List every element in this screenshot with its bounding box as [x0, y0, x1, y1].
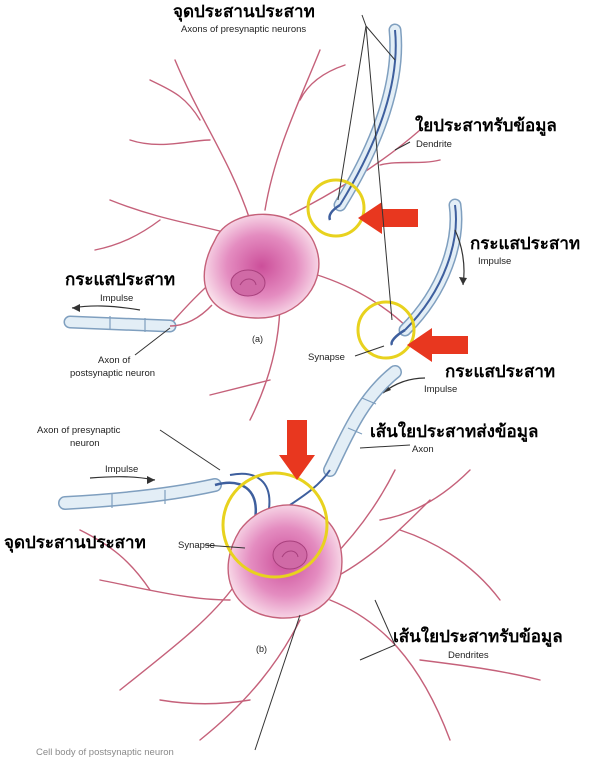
- label-impulse-right-th: กระแสประสาท: [470, 234, 580, 254]
- label-dendrites-th: เส้นใยประสาทรับข้อมูล: [393, 626, 563, 648]
- label-top-th: จุดประสานประสาท: [173, 2, 315, 22]
- impulse-arrow-left: [72, 306, 140, 310]
- label-impulse-mid-th: กระแสประสาท: [445, 362, 555, 382]
- label-impulse-b: Impulse: [105, 464, 138, 475]
- label-synapse-b-en: Synapse: [178, 540, 215, 551]
- label-axon-th: เส้นใยประสาทส่งข้อมูล: [370, 421, 538, 443]
- label-dendrites-en: Dendrites: [448, 650, 489, 661]
- label-axon-pre-2: neuron: [70, 438, 100, 449]
- label-impulse-left-en: Impulse: [100, 293, 133, 304]
- label-impulse-right-en: Impulse: [478, 256, 511, 267]
- label-panel-a: (a): [252, 334, 263, 344]
- nucleus-a: [231, 270, 265, 296]
- label-cell-body: Cell body of postsynaptic neuron: [36, 747, 174, 758]
- label-synapse-b-th: จุดประสานประสาท: [4, 533, 146, 553]
- label-impulse-left-th: กระแสประสาท: [65, 270, 175, 290]
- red-arrow-1: [358, 202, 418, 234]
- label-dendrite-th: ใยประสาทรับข้อมูล: [415, 115, 557, 137]
- postsynaptic-axon-a: [70, 305, 212, 332]
- nucleus-b: [273, 541, 307, 569]
- label-axon-post-1: Axon of: [98, 355, 131, 366]
- label-axon-en: Axon: [412, 444, 434, 455]
- red-arrow-b: [279, 420, 315, 480]
- label-axon-post-2: postsynaptic neuron: [70, 368, 155, 379]
- red-arrow-2: [407, 328, 468, 362]
- label-axon-pre-1: Axon of presynaptic: [37, 425, 121, 436]
- label-dendrite-en: Dendrite: [416, 139, 452, 150]
- label-top-en: Axons of presynaptic neurons: [181, 24, 306, 35]
- soma-a: [204, 214, 319, 318]
- impulse-arrow-b: [90, 477, 155, 480]
- label-panel-b: (b): [256, 644, 267, 654]
- label-impulse-mid-en: Impulse: [424, 384, 457, 395]
- label-synapse-a: Synapse: [308, 352, 345, 363]
